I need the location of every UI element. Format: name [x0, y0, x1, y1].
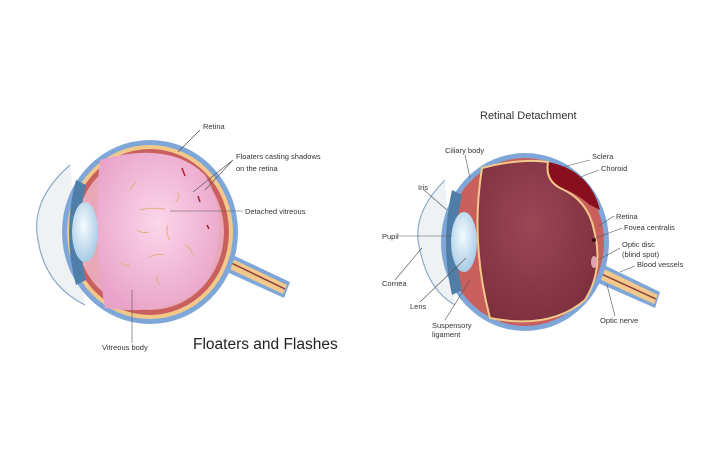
floaters-eye-illustration — [36, 129, 290, 343]
floaters — [119, 181, 194, 286]
label-optic-nerve: Optic nerve — [600, 316, 638, 325]
label-iris: Iris — [418, 183, 428, 192]
label-retina-left: Retina — [203, 122, 226, 131]
label-choroid: Choroid — [601, 164, 627, 173]
label-fovea-centralis: Fovea centralis — [624, 223, 675, 232]
label-ciliary-body: Ciliary body — [445, 146, 484, 155]
label-ligament: ligament — [432, 330, 461, 339]
label-vitreous-body: Vitreous body — [102, 343, 148, 352]
label-floaters-line1: Floaters casting shadows — [236, 152, 321, 161]
label-floaters-line2: on the retina — [236, 164, 279, 173]
title-retinal-detachment: Retinal Detachment — [480, 110, 577, 122]
label-detached-vitreous: Detached vitreous — [245, 207, 306, 216]
label-pupil: Pupil — [382, 232, 399, 241]
label-lens: Lens — [410, 302, 427, 311]
label-sclera: Sclera — [592, 152, 614, 161]
label-cornea: Cornea — [382, 279, 407, 288]
label-blood-vessels: Blood vessels — [637, 260, 684, 269]
retinal-detachment-eye-illustration — [394, 153, 660, 331]
label-blind-spot: (blind spot) — [622, 250, 660, 259]
title-floaters-and-flashes: Floaters and Flashes — [193, 336, 338, 353]
label-suspensory: Suspensory — [432, 321, 472, 330]
label-optic-disc: Optic disc — [622, 240, 655, 249]
label-retina-right: Retina — [616, 212, 639, 221]
